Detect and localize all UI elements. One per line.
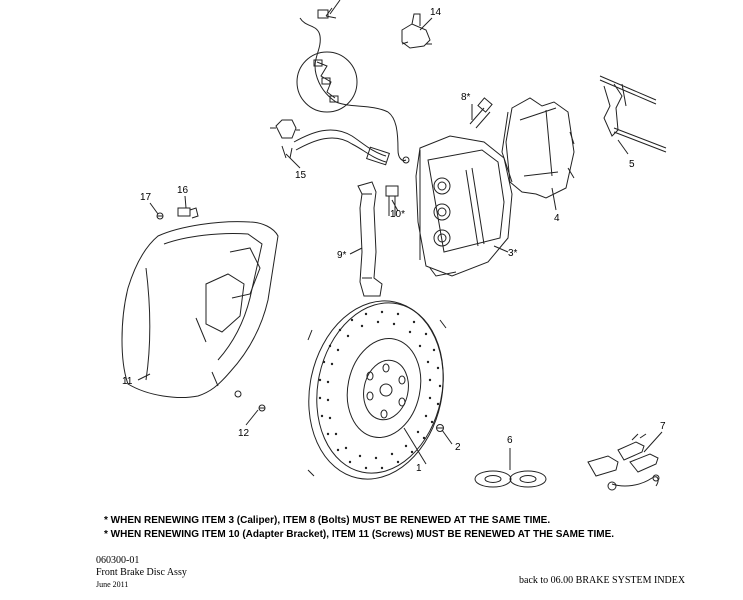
callout-12: 12: [238, 428, 250, 439]
callout-7: 7: [660, 421, 666, 432]
callout-2: 2: [455, 442, 461, 453]
callout-9: 9*: [337, 250, 347, 261]
callout-10: 10*: [390, 209, 405, 220]
callout-17: 17: [140, 192, 152, 203]
callout-3: 3*: [508, 248, 518, 259]
brake-hose-part: [270, 119, 390, 166]
drawing-title: Front Brake Disc Assy: [96, 567, 187, 578]
adapter-bracket-part: [357, 181, 383, 297]
renewal-note-2: * WHEN RENEWING ITEM 10 (Adapter Bracket…: [104, 529, 615, 540]
shield-fasteners-part: [156, 207, 266, 412]
back-to-brake-index-link[interactable]: back to 06.00 BRAKE SYSTEM INDEX: [519, 575, 686, 586]
caliper-bolt-part: [469, 97, 493, 129]
pad-retainer-part: [599, 75, 667, 153]
brake-disc-part: [307, 300, 447, 480]
callout-14: 14: [430, 7, 442, 18]
washers-part: [474, 470, 547, 488]
sensor-wire-part: [296, 7, 410, 164]
callout-4: 4: [554, 213, 560, 224]
disc-screw-part: [436, 424, 444, 432]
wear-sensor-part: [587, 433, 660, 491]
exploded-parts-diagram: 1 2 3* 4 5 6 7 8* 9* 10* 11 12 14 15 16 …: [121, 0, 667, 491]
disc-drilling-pattern: [318, 310, 442, 470]
renewal-note-1: * WHEN RENEWING ITEM 3 (Caliper), ITEM 8…: [104, 515, 551, 526]
callout-11: 11: [122, 376, 133, 387]
callout-numbers: 1 2 3* 4 5 6 7 8* 9* 10* 11 12 14 15 16 …: [122, 7, 666, 474]
callout-leaders: [137, 0, 663, 470]
brake-pads-part: [501, 97, 575, 199]
brake-caliper-part: [415, 135, 513, 277]
callout-15: 15: [295, 170, 307, 181]
dust-shield-part: [121, 221, 279, 398]
callout-1: 1: [416, 463, 422, 474]
drawing-date: June 2011: [96, 580, 129, 589]
callout-8: 8*: [461, 92, 471, 103]
callout-16: 16: [177, 185, 189, 196]
callout-6: 6: [507, 435, 513, 446]
drawing-code: 060300-01: [96, 555, 140, 566]
sensor-clip-part: [401, 13, 432, 49]
callout-5: 5: [629, 159, 635, 170]
